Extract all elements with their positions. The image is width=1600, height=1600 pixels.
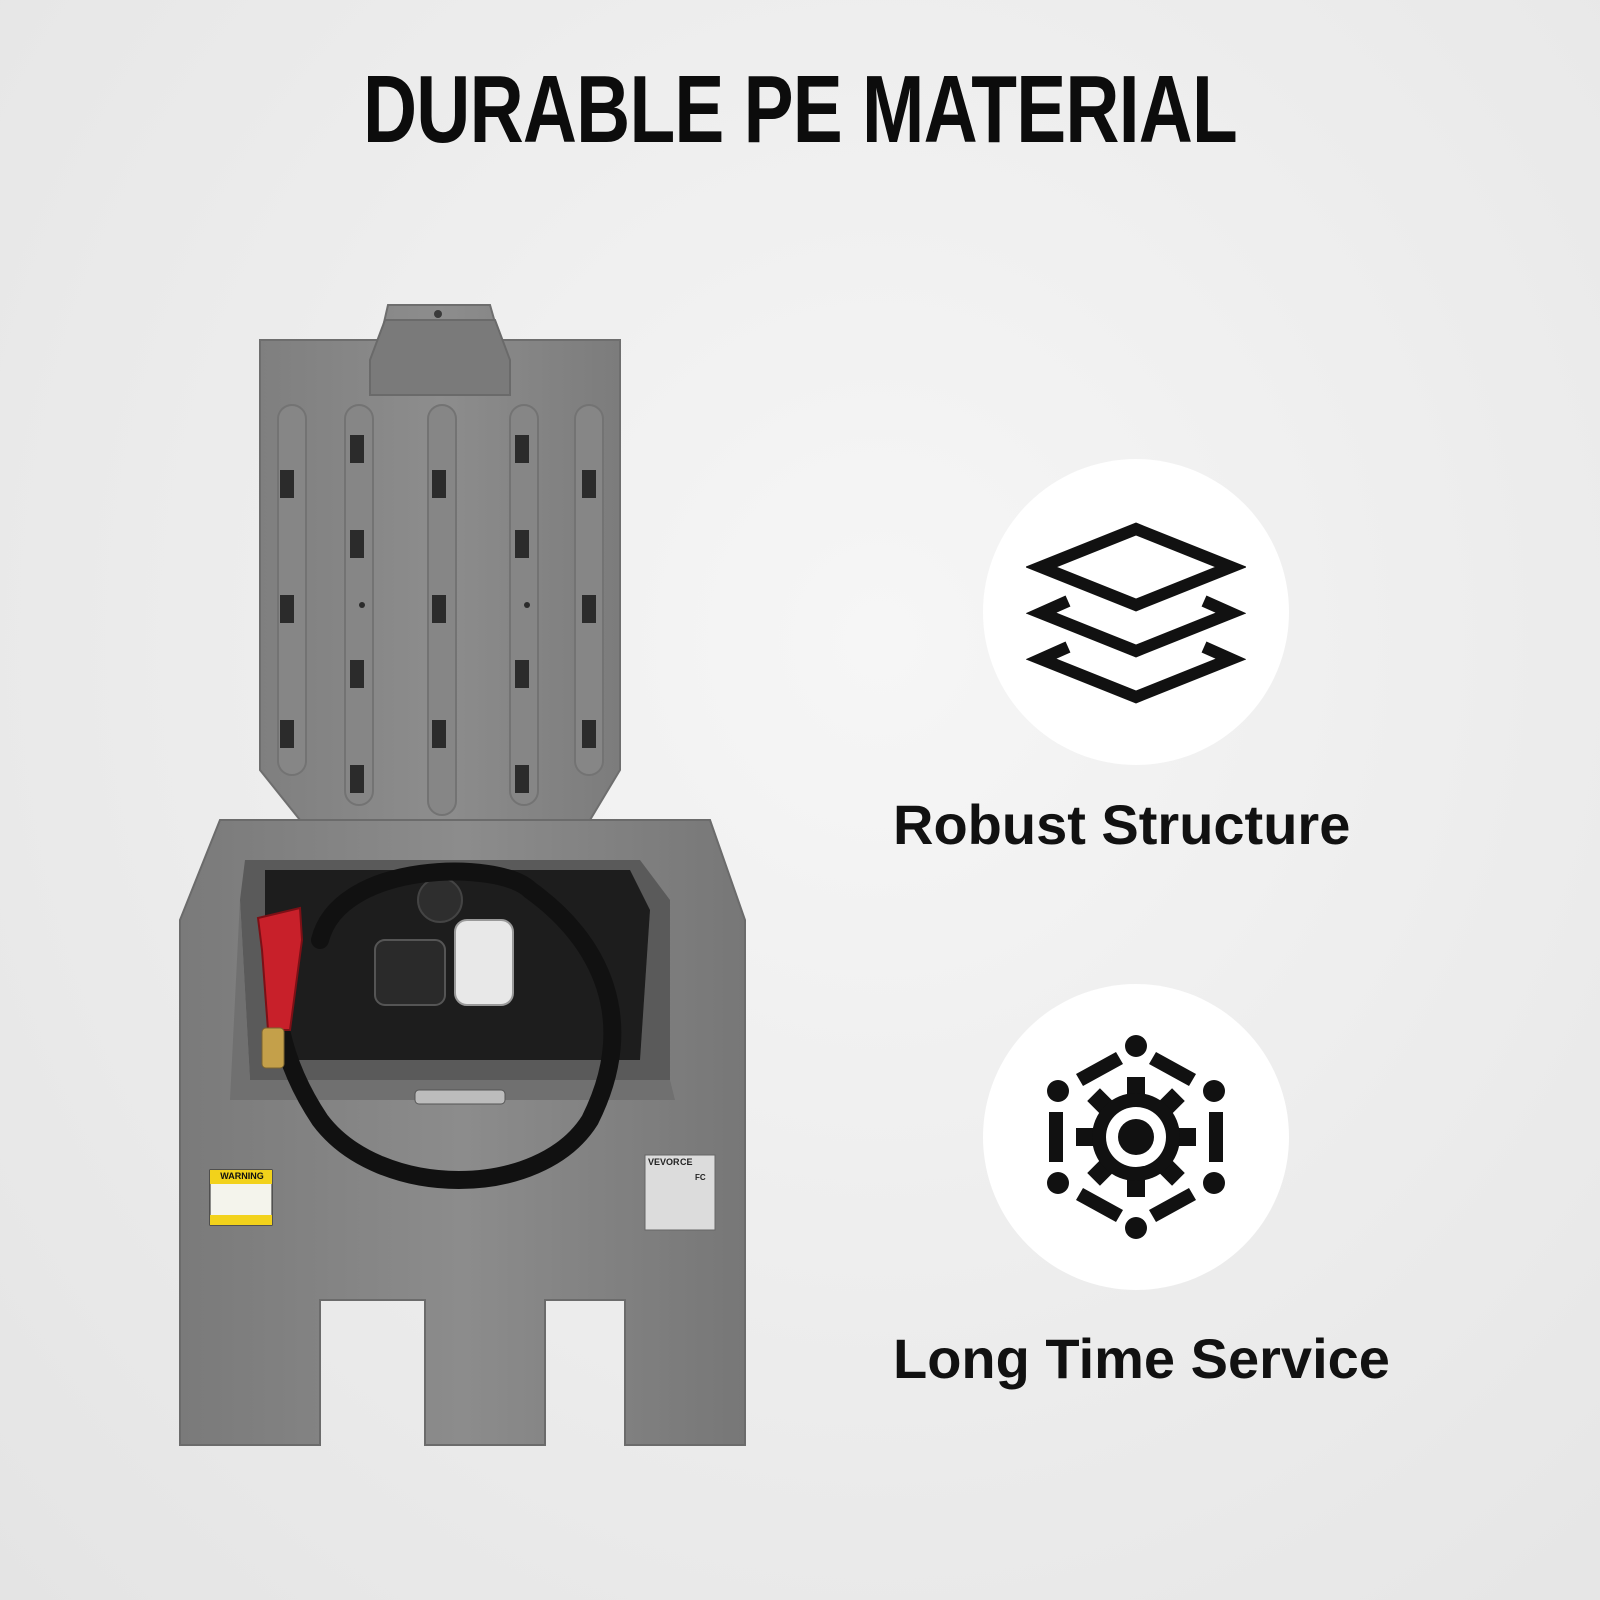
warning-sticker-label: WARNING (220, 1171, 264, 1181)
feature-service-circle (983, 984, 1289, 1290)
page-headline: DURABLE PE MATERIAL (362, 56, 1238, 163)
brand-sticker-label: VEVOR (648, 1157, 680, 1167)
feature-service-label: Long Time Service (893, 1327, 1390, 1390)
layers-icon (1026, 522, 1246, 704)
tank-body (179, 819, 746, 1446)
tank-lid (259, 304, 621, 821)
fc-mark: FC (695, 1173, 706, 1182)
fuel-tank-image (179, 304, 746, 1446)
gear-cycle-icon (1047, 1035, 1225, 1239)
feature-robust-circle (983, 459, 1289, 765)
cert-mark: CE (680, 1157, 693, 1167)
feature-robust-label: Robust Structure (893, 793, 1351, 856)
